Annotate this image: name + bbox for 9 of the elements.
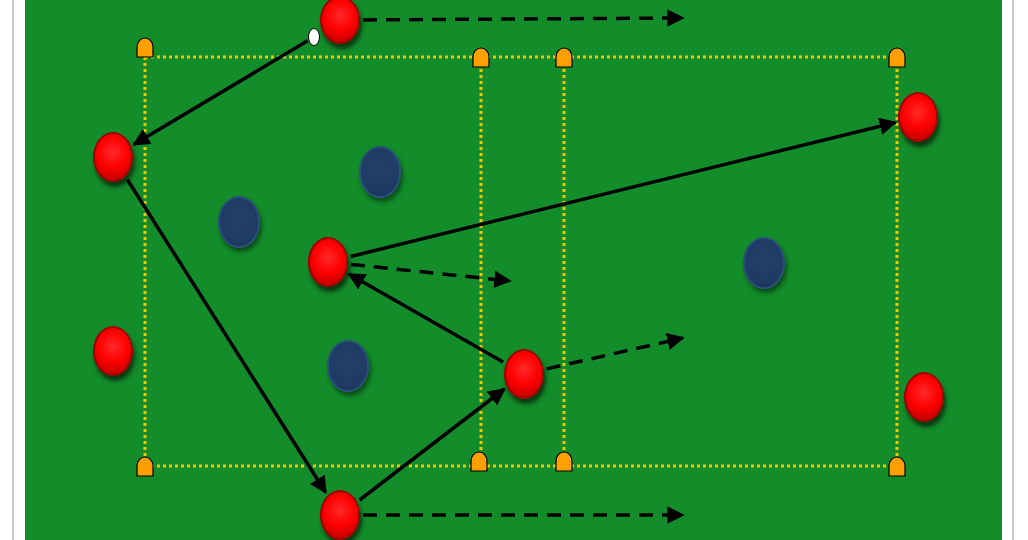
arrow (363, 9, 685, 27)
arrow (347, 272, 504, 364)
arrow (546, 332, 685, 371)
arrow (132, 39, 309, 147)
arrow (363, 506, 685, 524)
arrow (358, 387, 506, 502)
arrow (350, 117, 898, 259)
arrow (350, 262, 512, 289)
arrow (125, 178, 328, 494)
